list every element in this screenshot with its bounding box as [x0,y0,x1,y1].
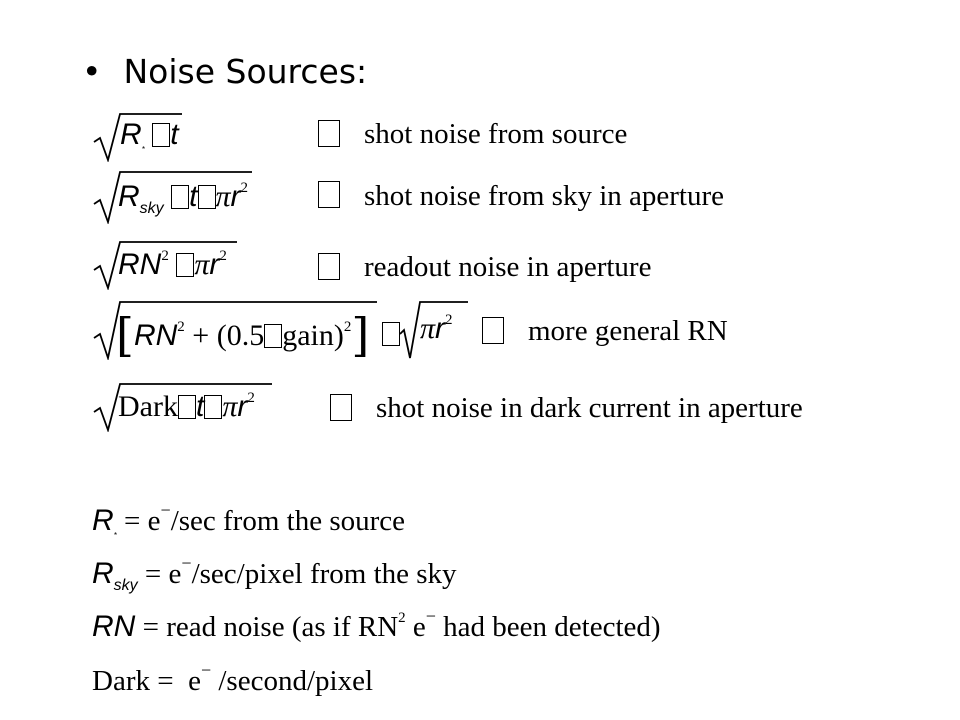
superscript-2: 2 [161,248,169,264]
times-box [171,185,190,209]
definition-dark: Dark = e− /second/pixel [92,652,373,699]
symbol-t: t [189,180,198,213]
minus-superscript: − [425,606,436,626]
formula-3-description: readout noise in aperture [364,251,652,283]
def-lhs: RN [92,610,136,643]
symbol-pi: π [420,312,436,345]
radical-sign [93,241,237,290]
arrow-box-5 [330,394,352,421]
minus-superscript: − [200,660,212,680]
arrow-box-1 [318,120,340,147]
times-box [197,185,216,209]
plus-sign: + [192,319,210,352]
arrow-box-2 [318,181,340,208]
subscript-sky: sky [113,577,138,594]
formula-5-description: shot noise in dark current in aperture [376,392,803,424]
symbol-t: t [195,390,205,423]
definition-r: R* = e−/sec from the source [92,492,405,554]
superscript-2: 2 [219,248,227,264]
symbol-pi: π [222,390,238,423]
definition-rn: RN = read noise (as if RN2 e− had been d… [92,598,661,645]
right-bracket: ] [351,308,370,362]
superscript-2: 2 [240,180,249,196]
dark-term: Dark [118,390,178,423]
arrow-box-3 [318,253,340,280]
symbol-r: R [120,118,142,151]
def-lhs: R [92,504,114,537]
subscript-sky: sky [139,200,164,217]
def-lhs: Dark [92,665,150,697]
def-lhs: R [92,557,114,590]
def-text: /sec from the source [170,505,406,537]
symbol-pi: π [194,248,210,281]
superscript-2: 2 [177,319,185,335]
def-text: /sec/pixel from the sky [191,558,457,590]
left-bracket: [ [116,308,134,362]
radical-sign [399,301,468,359]
formula-4-description: more general RN [528,315,728,347]
heading-text: Noise Sources: [123,52,368,91]
radical-sign [93,113,182,162]
def-text-rest: had been detected) [435,611,661,643]
minus-superscript: − [160,500,171,520]
formula-1-description: shot noise from source [364,118,628,150]
superscript-2: 2 [247,390,255,406]
superscript-2: 2 [343,319,352,335]
times-box [204,395,223,419]
formula-4-pi-r2: πr2 [398,298,468,360]
symbol-r-radius: r [230,180,241,213]
def-text: /second/pixel [211,665,374,697]
gain-term: gain) [282,319,344,352]
symbol-r-radius: r [435,312,446,345]
equals-sign: = [124,505,141,537]
symbol-r-radius: r [237,390,248,423]
radical-sign [93,171,252,224]
formula-1: R* t [92,110,182,162]
arrow-box-4 [482,317,504,344]
def-electron: e [147,505,161,537]
subscript-star: * [113,531,117,540]
paren-expression: (0.5 [216,319,265,352]
def-text: read noise (as if RN [166,611,399,643]
symbol-rn: RN [118,248,162,281]
equals-sign: = [149,665,189,697]
def-electron: e [188,665,201,697]
times-box [176,253,195,277]
superscript-2: 2 [445,312,453,328]
radical-sign [93,301,377,360]
radical-sign [93,383,272,432]
formula-2-description: shot noise from sky in aperture [364,180,725,212]
formula-3: RN2 πr2 [92,238,237,290]
subscript-star: * [141,145,145,154]
times-box [152,123,171,147]
bullet-icon: • [82,52,102,91]
def-electron: e [168,558,182,590]
symbol-pi: π [215,180,231,213]
symbol-t: t [170,118,179,151]
times-box [177,395,196,419]
times-box [382,322,400,346]
equals-sign: = [142,611,159,643]
equals-sign: = [144,558,162,590]
minus-superscript: − [181,553,192,573]
def-electron: e [412,611,426,643]
slide-heading: • Noise Sources: [82,50,367,94]
symbol-r-radius: r [209,248,220,281]
superscript-2: 2 [398,610,406,626]
symbol-rn: RN [133,319,178,352]
definition-rsky: Rsky = e−/sec/pixel from the sky [92,545,457,604]
symbol-r: R [118,180,140,213]
times-box [264,324,283,348]
